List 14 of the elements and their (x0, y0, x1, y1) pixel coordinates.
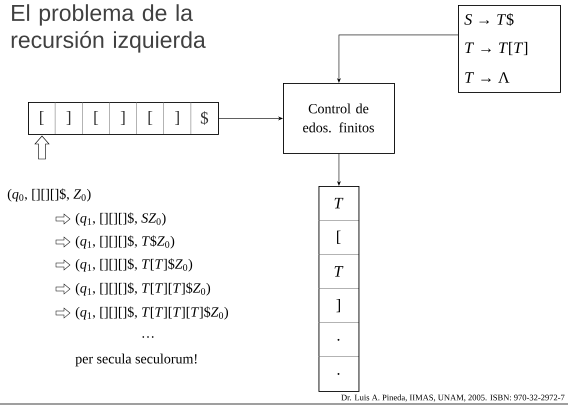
derivation-step: (q$_{1}$, [][][]$, T$Z$_{0}$) (76, 235, 174, 249)
note: per secula seculorum! (75, 354, 197, 366)
derivation-step: (q$_{1}$, [][][]$, T[T][T][T]$Z$_{0}$) (76, 306, 228, 320)
input-tape: [ ] [ ] [ ] $ (28, 102, 219, 135)
grammar-box: S → T$ T → T[T] T → Λ (458, 5, 561, 93)
derivation-step: (q$_{1}$, [][][]$, SZ$_{0}$) (76, 212, 166, 226)
stack-drawing: T [ T ] . . (318, 186, 360, 392)
ellipsis: … (142, 336, 154, 338)
title: El problema de la recursión izquierda (12, 4, 206, 53)
derivation-step: (q$_{1}$, [][][]$, T[T]$Z$_{0}$) (76, 258, 192, 272)
credit-note: Dr. Luis A. Pineda, IIMAS, UNAM, 2005. ISBN: 970-32-2972-7 (341, 394, 565, 402)
control-box: Control de edos. finitos (283, 83, 395, 154)
derivation-step: (q$_{0}$, [][][]$, Z$_{0}$) (8, 188, 91, 202)
derivation-step: (q$_{1}$, [][][]$, T[T][T]$Z$_{0}$) (76, 282, 210, 296)
